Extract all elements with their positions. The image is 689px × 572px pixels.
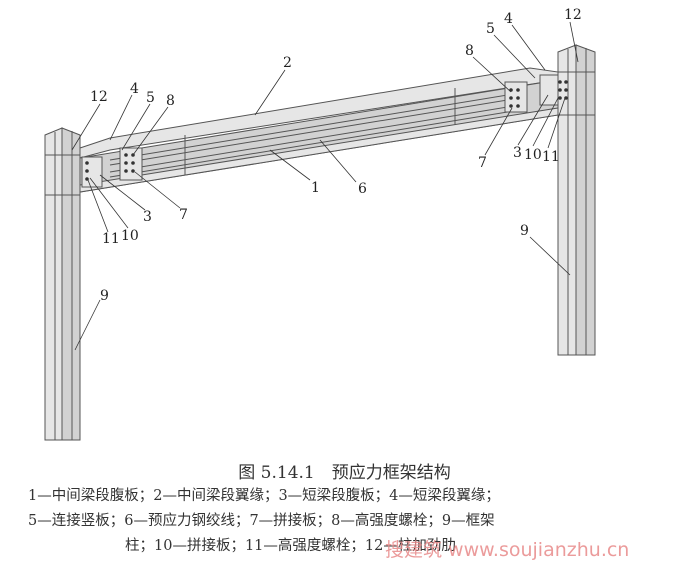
label-5-right: 5 bbox=[486, 21, 495, 37]
label-9-right: 9 bbox=[520, 223, 529, 239]
legend-line-1: 1—中间梁段腹板；2—中间梁段翼缘；3—短梁段腹板；4—短梁段翼缘； bbox=[28, 488, 500, 504]
label-10-right: 10 bbox=[524, 147, 542, 163]
label-4-left: 4 bbox=[130, 81, 139, 97]
label-11-right: 11 bbox=[542, 149, 560, 165]
figure-title: 图 5.14.1 预应力框架结构 bbox=[238, 463, 451, 483]
label-3-right: 3 bbox=[513, 145, 522, 161]
label-7-left: 7 bbox=[179, 207, 188, 223]
label-9-left: 9 bbox=[100, 288, 109, 304]
left-column bbox=[44, 127, 81, 441]
label-8-left: 8 bbox=[166, 93, 175, 109]
bolts bbox=[85, 80, 568, 181]
part-labels: 2 12 4 5 8 1 6 3 7 10 11 9 12 4 5 8 7 3 … bbox=[90, 7, 582, 304]
beam bbox=[79, 67, 559, 193]
label-11-left: 11 bbox=[102, 231, 120, 247]
label-1: 1 bbox=[311, 180, 320, 196]
label-5-left: 5 bbox=[146, 90, 155, 106]
label-10-left: 10 bbox=[121, 228, 139, 244]
prestressed-frame-drawing: 2 12 4 5 8 1 6 3 7 10 11 9 12 4 5 8 7 3 … bbox=[44, 7, 596, 441]
label-4-right: 4 bbox=[504, 11, 513, 27]
leader-lines bbox=[71, 21, 579, 351]
label-6: 6 bbox=[358, 181, 367, 197]
watermark: 搜建筑 www.soujianzhu.cn bbox=[385, 539, 630, 561]
label-8-right: 8 bbox=[465, 43, 474, 59]
label-3-left: 3 bbox=[143, 209, 152, 225]
label-7-right: 7 bbox=[478, 155, 487, 171]
right-column bbox=[557, 44, 596, 356]
label-12-left: 12 bbox=[90, 89, 108, 105]
label-12-right: 12 bbox=[564, 7, 582, 23]
legend-line-2: 5—连接竖板；6—预应力钢绞线；7—拼接板；8—高强度螺栓；9—框架 bbox=[28, 513, 495, 529]
label-2: 2 bbox=[283, 55, 292, 71]
legend-line-3: 柱；10—拼接板；11—高强度螺栓；12—柱加劲肋 bbox=[125, 538, 456, 554]
